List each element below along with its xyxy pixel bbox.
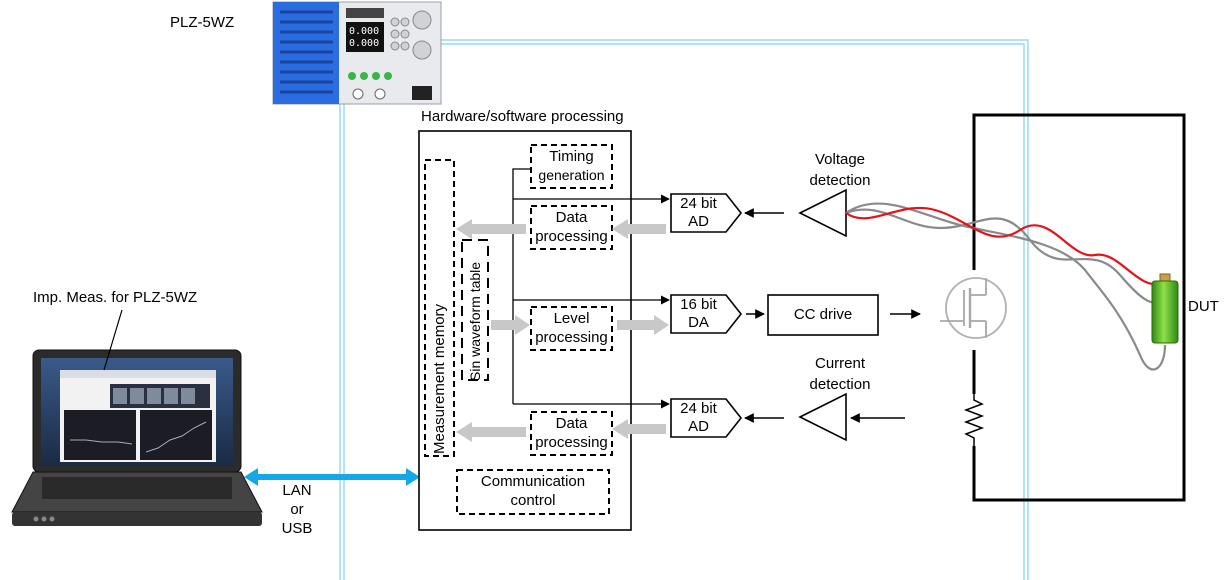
sense-wire-gray	[845, 202, 1167, 371]
current-amp-icon	[798, 392, 847, 442]
data-processing-top-2: processing	[535, 228, 608, 245]
software-label: Imp. Meas. for PLZ-5WZ	[33, 289, 198, 306]
adc-bottom-label-1: 24 bit	[680, 400, 717, 417]
sense-wire-red	[845, 206, 1166, 286]
accent-lines	[339, 39, 1029, 580]
dac-label-1: 16 bit	[680, 296, 717, 313]
communication-label-2: control	[510, 492, 556, 509]
adc-top-label-1: 24 bit	[680, 195, 717, 212]
adc-top-shape	[670, 193, 743, 233]
signal-arrows	[744, 208, 921, 423]
load-loop	[972, 113, 1186, 502]
dac-shape	[670, 294, 743, 334]
level-processing-box	[530, 306, 613, 351]
plz-5wz-device-image	[272, 1, 442, 105]
sin-table-box	[461, 239, 489, 381]
dut-battery-icon	[1151, 273, 1179, 344]
processing-title: Hardware/software processing	[421, 108, 624, 125]
laptop-image	[11, 349, 263, 526]
lan-usb-link-arrow	[244, 468, 420, 486]
adc-bottom-shape	[670, 398, 743, 438]
mosfet-icon	[940, 277, 1007, 339]
gray-flow-arrows	[456, 219, 669, 442]
timing-label-2: generation	[538, 167, 605, 183]
software-callout-line	[103, 309, 123, 371]
data-processing-bottom-1: Data	[555, 415, 588, 432]
device-display-line-1: 0.000	[349, 26, 380, 37]
current-detection-label-2: detection	[809, 376, 871, 393]
device-display-line-2: 0.000	[349, 38, 380, 49]
level-processing-2: processing	[535, 329, 608, 346]
voltage-detection-label-2: detection	[809, 172, 871, 189]
dac-label-2: DA	[688, 314, 709, 331]
adc-bottom-label-2: AD	[688, 418, 709, 435]
inner-dashed-boxes	[456, 144, 613, 515]
link-label-3: USB	[281, 520, 313, 537]
level-processing-1: Level	[553, 310, 590, 327]
shunt-resistor-icon	[963, 394, 985, 446]
current-detection-label-1: Current	[814, 355, 866, 372]
voltage-amp-icon	[798, 188, 847, 238]
timing-label-1: Timing	[549, 148, 594, 165]
communication-label-1: Communication	[480, 473, 586, 490]
converters	[670, 193, 743, 438]
data-processing-bottom-box	[530, 411, 613, 456]
dut-label: DUT	[1188, 298, 1219, 315]
measurement-memory-box	[424, 159, 455, 457]
data-processing-top-box	[530, 205, 613, 250]
cc-drive-box	[767, 294, 879, 336]
voltage-detection-label-1: Voltage	[814, 151, 866, 168]
adc-top-label-2: AD	[688, 213, 709, 230]
data-processing-bottom-2: processing	[535, 434, 608, 451]
data-processing-top-1: Data	[555, 209, 588, 226]
link-label-1: LAN	[282, 482, 312, 499]
cc-drive-label: CC drive	[793, 306, 853, 323]
link-label-2: or	[290, 501, 304, 518]
processing-box	[418, 130, 632, 531]
sin-table-label: Sin waveform table	[467, 261, 483, 381]
timing-lines	[512, 168, 670, 409]
communication-box	[456, 469, 610, 515]
measurement-memory-label: Measurement memory	[431, 303, 448, 454]
timing-box	[530, 144, 613, 189]
device-name-label: PLZ-5WZ	[170, 14, 235, 31]
